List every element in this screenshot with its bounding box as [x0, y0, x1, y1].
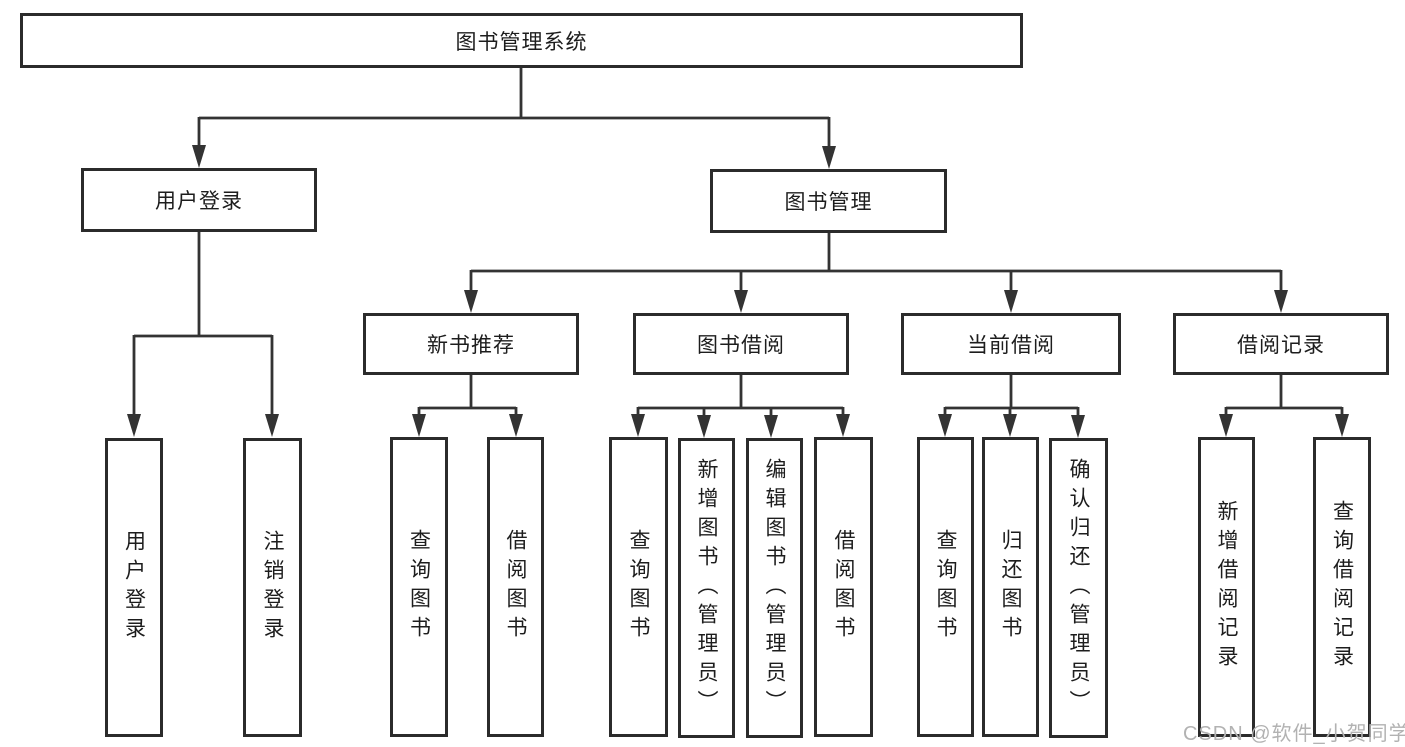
- node-cb-query-books-label: 查询图书: [934, 529, 957, 645]
- node-root: 图书管理系统: [20, 13, 1023, 68]
- node-current-borrowing: 当前借阅: [901, 313, 1121, 375]
- node-bb-add-books: 新增图书（管理员）: [678, 438, 735, 738]
- node-user-login-action-label: 用户登录: [122, 529, 146, 646]
- node-nbr-borrow-books-label: 借阅图书: [504, 529, 527, 645]
- node-logout: 注销登录: [243, 438, 302, 737]
- node-bb-borrow-books-label: 借阅图书: [832, 529, 855, 645]
- node-logout-label: 注销登录: [261, 529, 284, 646]
- node-cb-query-books: 查询图书: [917, 437, 974, 737]
- node-br-add-record: 新增借阅记录: [1198, 437, 1255, 737]
- node-nbr-query-books: 查询图书: [390, 437, 448, 737]
- node-nbr-query-books-label: 查询图书: [407, 529, 431, 645]
- node-bb-query-books: 查询图书: [609, 437, 668, 737]
- node-user-login-action: 用户登录: [105, 438, 163, 737]
- node-nbr-borrow-books: 借阅图书: [487, 437, 544, 737]
- node-cb-confirm-return: 确认归还（管理员）: [1049, 438, 1108, 738]
- watermark: CSDN @软件_小贺同学: [1183, 723, 1405, 745]
- node-book-management: 图书管理: [710, 169, 947, 233]
- node-cb-confirm-return-label: 确认归还（管理员）: [1067, 457, 1090, 719]
- node-book-borrowing: 图书借阅: [633, 313, 849, 375]
- node-bb-query-books-label: 查询图书: [627, 529, 650, 645]
- node-bb-edit-books: 编辑图书（管理员）: [746, 438, 803, 738]
- node-bb-borrow-books: 借阅图书: [814, 437, 873, 737]
- node-bb-edit-books-label: 编辑图书（管理员）: [763, 457, 786, 719]
- node-user-login: 用户登录: [81, 168, 317, 232]
- node-cb-return-books: 归还图书: [982, 437, 1039, 737]
- node-br-query-record: 查询借阅记录: [1313, 437, 1371, 737]
- node-borrowing-records: 借阅记录: [1173, 313, 1389, 375]
- node-br-query-record-label: 查询借阅记录: [1330, 500, 1354, 674]
- node-br-add-record-label: 新增借阅记录: [1215, 500, 1238, 674]
- node-new-book-recommend: 新书推荐: [363, 313, 579, 375]
- node-cb-return-books-label: 归还图书: [999, 529, 1022, 645]
- node-bb-add-books-label: 新增图书（管理员）: [695, 457, 718, 719]
